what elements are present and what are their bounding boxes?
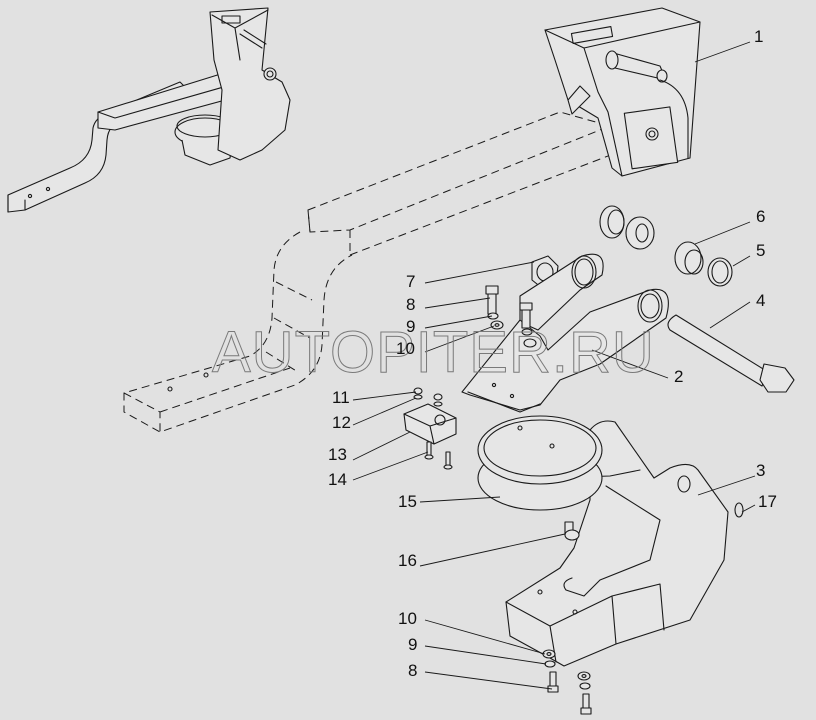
callout-10: 10 [396,339,415,358]
callout-17: 17 [758,492,777,511]
part-2-arm [461,253,669,413]
callout-labels: 1 2 3 4 5 6 7 8 9 10 11 12 13 14 15 16 1… [328,27,777,680]
callout-4: 4 [756,291,765,310]
frame-rail-dashed [123,111,612,433]
watermark: AUTOPITER.RU [212,320,655,385]
leader-lines [352,41,756,690]
part-1-bracket [544,7,701,177]
callout-6: 6 [756,207,765,226]
part-3-bracket [505,420,744,667]
callout-9-lower: 9 [408,635,417,654]
callout-12: 12 [332,413,351,432]
callout-3: 3 [756,461,765,480]
lower-fasteners [542,649,592,715]
part-16-fitting [564,521,580,541]
callout-11: 11 [332,388,350,407]
callout-9: 9 [406,317,415,336]
callout-8: 8 [406,295,415,314]
part-13-clamp [403,387,457,470]
assembly-preview [7,7,291,213]
callout-5: 5 [756,241,765,260]
callout-14: 14 [328,470,347,489]
callout-8-lower: 8 [408,661,417,680]
callout-16: 16 [398,551,417,570]
callout-10-lower: 10 [398,609,417,628]
part-15-air-spring [477,415,603,511]
callout-7: 7 [406,272,415,291]
callout-1: 1 [754,27,763,46]
part-4-bolt [667,314,795,393]
callout-13: 13 [328,445,347,464]
callout-15: 15 [398,492,417,511]
callout-2: 2 [674,367,683,386]
